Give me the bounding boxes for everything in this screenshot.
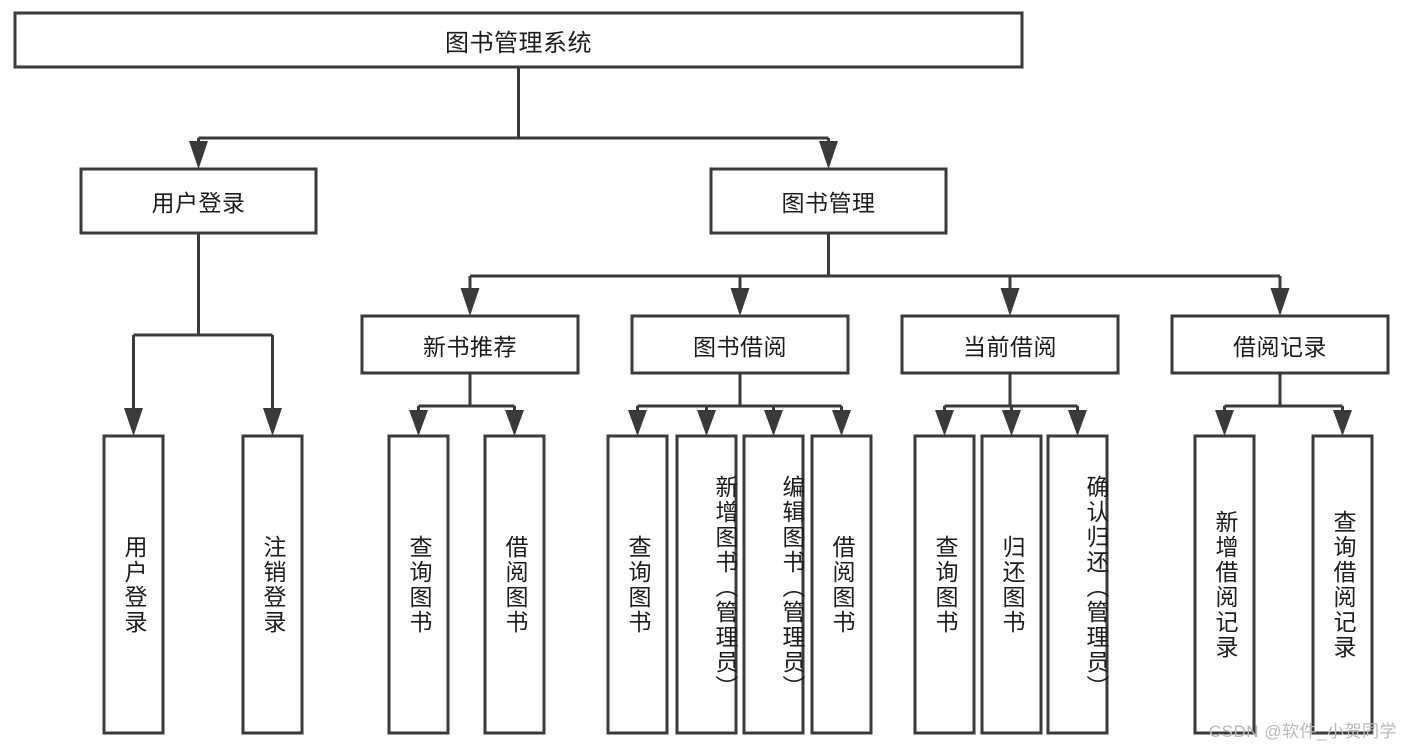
node-box-leaf-return-book[interactable] (980, 434, 1043, 735)
arrow-head-leaf-query-book-2 (628, 410, 647, 436)
node-box-current-borrow[interactable] (900, 314, 1120, 375)
node-box-user-login[interactable] (79, 167, 318, 235)
node-box-leaf-query-book-1[interactable] (387, 434, 450, 735)
arrow-head-leaf-query-record (1333, 410, 1352, 436)
connector-user-login-to-leaves (124, 233, 282, 436)
arrow-head-user-login (189, 141, 208, 169)
node-box-borrow-record[interactable] (1170, 314, 1390, 375)
arrow-head-leaf-return-book (1002, 410, 1021, 436)
node-box-book-manage[interactable] (709, 167, 948, 235)
node-box-leaf-user-logout[interactable] (241, 434, 304, 735)
arrow-head-current-borrow (1000, 288, 1020, 316)
node-box-root[interactable] (13, 11, 1024, 69)
node-boxes (13, 11, 1390, 735)
node-box-leaf-confirm-return[interactable] (1046, 434, 1109, 735)
node-box-leaf-add-book[interactable] (675, 434, 738, 735)
csdn-watermark: CSDN @软件_小贺同学 (1208, 722, 1397, 741)
arrow-head-new-book-rec (460, 288, 480, 316)
arrow-head-leaf-add-book (697, 410, 716, 436)
arrow-head-leaf-user-login (124, 408, 143, 436)
arrow-head-leaf-query-book-3 (935, 410, 954, 436)
connector-book-borrow-to-leaves (628, 373, 851, 436)
arrow-head-leaf-query-book-1 (409, 410, 428, 436)
node-box-leaf-query-record[interactable] (1311, 434, 1374, 735)
node-box-leaf-add-record[interactable] (1193, 434, 1256, 735)
node-box-leaf-borrow-book-2[interactable] (810, 434, 873, 735)
arrow-head-leaf-user-logout (263, 408, 282, 436)
node-box-leaf-query-book-2[interactable] (606, 434, 669, 735)
connector-book-manage-to-level3 (460, 233, 1290, 316)
node-box-leaf-borrow-book-1[interactable] (483, 434, 546, 735)
arrow-head-leaf-edit-book (764, 410, 783, 436)
connector-current-borrow-to-leaves (935, 373, 1087, 436)
connector-new-book-rec-to-leaves (409, 373, 524, 436)
connector-root-to-level2 (189, 67, 838, 169)
arrow-head-leaf-add-record (1215, 410, 1234, 436)
arrow-head-book-borrow (730, 288, 750, 316)
arrow-head-book-manage (819, 141, 838, 169)
node-box-leaf-query-book-3[interactable] (913, 434, 976, 735)
node-box-leaf-user-login[interactable] (102, 434, 165, 735)
arrow-head-leaf-borrow-book-1 (505, 410, 524, 436)
node-box-book-borrow[interactable] (630, 314, 850, 375)
node-box-new-book-rec[interactable] (360, 314, 580, 375)
arrow-head-leaf-borrow-book-2 (832, 410, 851, 436)
arrow-head-leaf-confirm-return (1068, 410, 1087, 436)
connector-borrow-record-to-leaves (1215, 373, 1352, 436)
arrow-head-borrow-record (1270, 288, 1290, 316)
node-box-leaf-edit-book[interactable] (742, 434, 805, 735)
